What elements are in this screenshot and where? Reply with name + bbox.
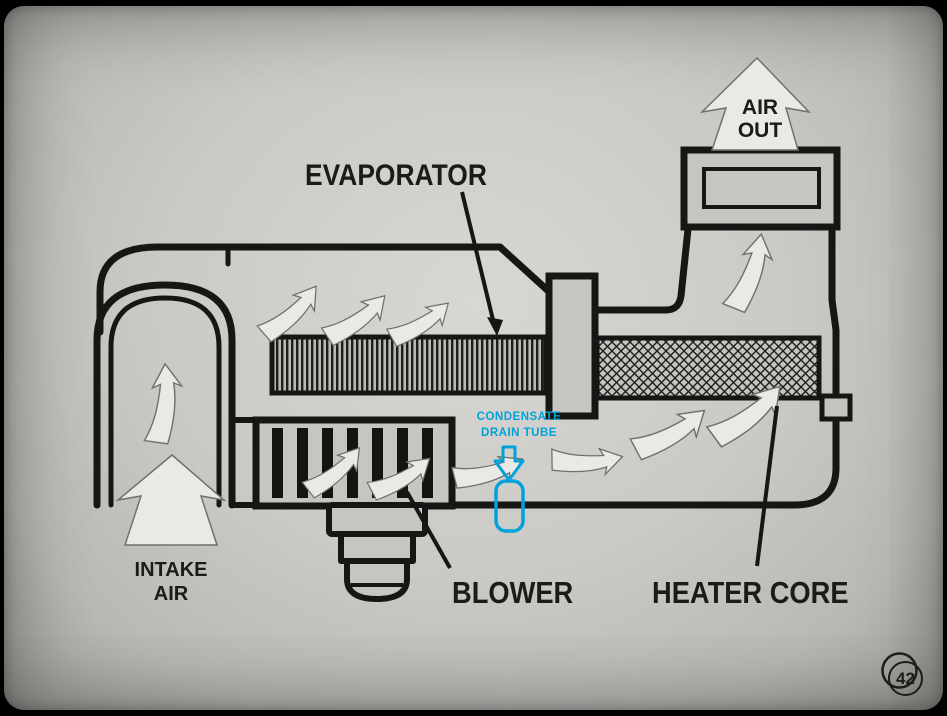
heater-core-leader-line bbox=[755, 405, 779, 567]
housing-top-outline bbox=[96, 243, 560, 336]
condensate-tube-outline bbox=[494, 479, 525, 533]
airflow-arrow bbox=[721, 229, 777, 316]
connector-duct bbox=[545, 272, 599, 420]
air-out-arrow bbox=[699, 56, 812, 151]
air-out-label-line1: AIR bbox=[741, 96, 779, 119]
evaporator-leader-arrowhead bbox=[487, 317, 503, 336]
air-outlet-opening bbox=[702, 167, 821, 209]
blower-label: BLOWER bbox=[452, 575, 574, 610]
housing-right-edge bbox=[828, 224, 840, 402]
intake-scoop-outer bbox=[93, 281, 236, 509]
condensate-annotation bbox=[493, 445, 525, 533]
intake-air-label-line2: AIR bbox=[153, 583, 189, 605]
condensate-label-line1: CONDENSATE bbox=[476, 411, 562, 423]
housing-bottom-outline bbox=[449, 416, 840, 509]
condensate-label: CONDENSATE DRAIN TUBE bbox=[462, 409, 576, 441]
intake-scoop-inner bbox=[108, 295, 222, 508]
air-out-duct-left-edge bbox=[591, 168, 698, 314]
air-out-label-line2: OUT bbox=[737, 119, 783, 142]
airflow-arrow bbox=[625, 388, 715, 476]
evaporator-leader-line bbox=[460, 191, 496, 325]
heater-core bbox=[594, 335, 822, 401]
intake-air-label: INTAKE AIR bbox=[121, 558, 221, 606]
airflow-arrow bbox=[135, 361, 189, 447]
intake-air-arrow bbox=[115, 454, 227, 546]
heater-core-label: HEATER CORE bbox=[652, 575, 849, 610]
slide-background: EVAPORATOR AIR OUT INTAKE AIR BLOWER HEA… bbox=[4, 6, 943, 710]
evaporator-core bbox=[269, 334, 549, 396]
airflow-arrows bbox=[115, 56, 812, 546]
evaporator-label: EVAPORATOR bbox=[305, 159, 487, 192]
housing-right-tab bbox=[819, 393, 853, 422]
blower-leader-line bbox=[405, 491, 452, 569]
blower-motor bbox=[326, 502, 428, 602]
intake-air-label-line1: INTAKE bbox=[134, 559, 208, 581]
leader-lines bbox=[405, 191, 779, 569]
hvac-diagram bbox=[93, 56, 918, 689]
condensate-label-line2: DRAIN TUBE bbox=[481, 427, 557, 439]
condensate-down-arrow-icon bbox=[493, 445, 525, 482]
air-out-label: AIR OUT bbox=[720, 96, 800, 142]
air-outlet-flange bbox=[680, 146, 841, 231]
page-number: 42 bbox=[888, 661, 923, 696]
